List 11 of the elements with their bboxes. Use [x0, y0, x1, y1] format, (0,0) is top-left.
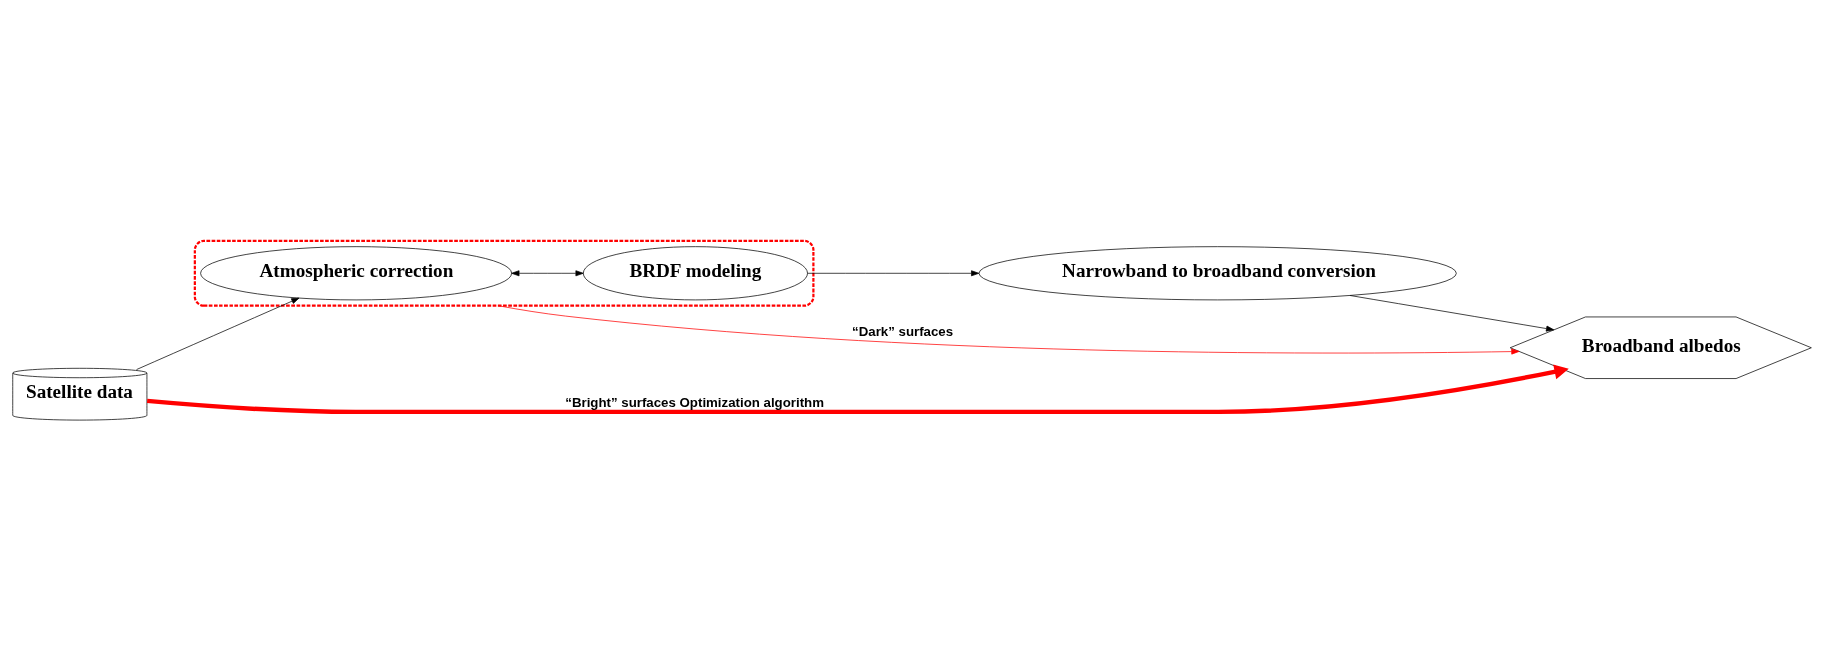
- arrow: [497, 305, 1520, 355]
- arrow: [807, 270, 980, 277]
- edge-label: “Dark” surfaces: [852, 323, 954, 339]
- node-ellipse: Atmospheric correction: [200, 246, 512, 301]
- arrow: [1349, 295, 1555, 332]
- node-ellipse: BRDF modeling: [582, 246, 808, 301]
- arrow: [146, 364, 1569, 415]
- node-ellipse: Narrowband to broadband conversion: [978, 246, 1457, 301]
- edge-label: “Bright” surfaces Optimization algorithm: [565, 395, 825, 411]
- arrow: [511, 270, 584, 277]
- arrow: [136, 297, 300, 370]
